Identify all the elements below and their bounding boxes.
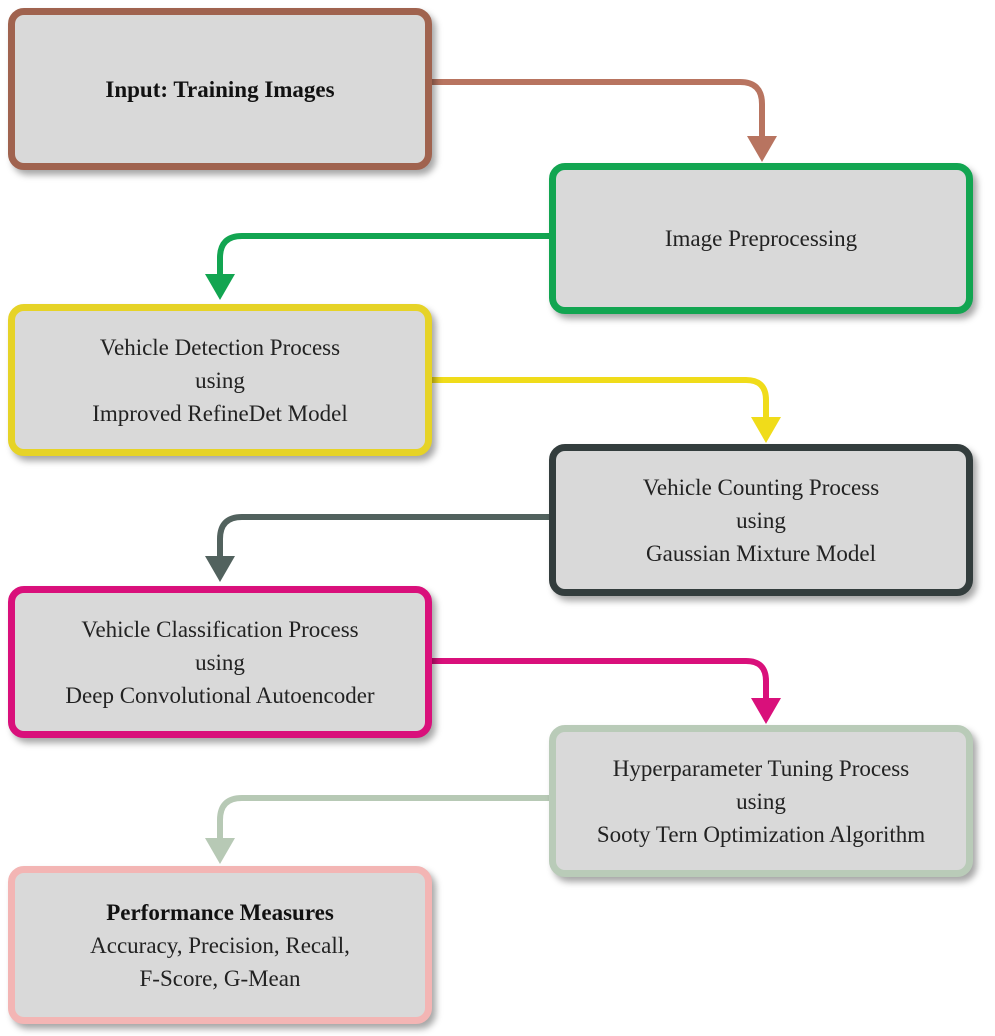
connector-arrow [205,795,552,864]
box-line: Deep Convolutional Autoencoder [65,682,375,708]
connector-line [429,79,765,143]
box-line: Accuracy, Precision, Recall, [90,932,350,958]
performance-measures-box: Performance Measures Accuracy, Precision… [8,866,432,1024]
box-line: Hyperparameter Tuning Process [612,755,910,781]
input-training-images-box: Input: Training Images [8,8,432,170]
box-line: Vehicle Detection Process [99,334,341,360]
vehicle-detection-box: Vehicle Detection Process using Improved… [8,304,432,456]
image-preprocessing-box: Image Preprocessing [549,163,973,314]
connector-arrow [205,233,552,300]
box-line: using [195,367,245,393]
arrowhead-icon [205,556,235,582]
box-line: Image Preprocessing [664,226,858,251]
connector-line [217,795,552,843]
box-line: Input: Training Images [105,76,335,102]
box-line: Vehicle Classification Process [81,616,359,642]
connector-arrow [429,658,781,724]
arrowhead-icon [747,136,777,162]
connector-arrow [429,79,777,162]
arrowhead-icon [751,417,781,443]
connector-line [217,514,552,561]
box-line: using [736,788,786,814]
connector-arrow [429,377,781,443]
box-line: Performance Measures [106,899,334,925]
box-line: F-Score, G-Mean [139,965,301,991]
connector-line [429,658,769,703]
box-line: Sooty Tern Optimization Algorithm [596,821,926,847]
arrowhead-icon [751,698,781,724]
box-line: Gaussian Mixture Model [646,540,876,566]
box-line: using [736,507,786,533]
connector-arrow [205,514,552,582]
connector-line [217,233,552,279]
box-line: Improved RefineDet Model [92,400,348,426]
vehicle-classification-box: Vehicle Classification Process using Dee… [8,586,432,738]
arrowhead-icon [205,274,235,300]
arrowhead-icon [205,838,235,864]
box-line: Vehicle Counting Process [642,474,880,500]
connector-line [429,377,769,421]
hyperparameter-tuning-box: Hyperparameter Tuning Process using Soot… [549,725,973,877]
vehicle-counting-box: Vehicle Counting Process using Gaussian … [549,444,973,596]
box-line: using [195,649,245,675]
